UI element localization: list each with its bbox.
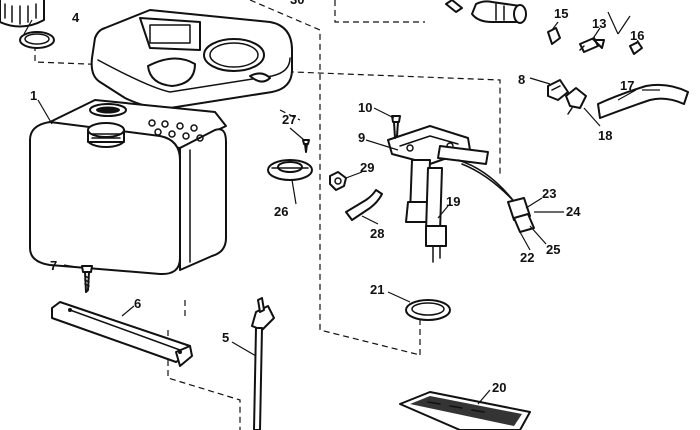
callout-17: 17	[620, 78, 634, 93]
fitting-part-13	[579, 37, 605, 53]
leader-lines	[23, 11, 660, 405]
callout-7: 7	[50, 258, 57, 273]
callout-30: 30	[290, 0, 304, 7]
hose-part-28	[345, 189, 383, 221]
nut-part-29	[329, 171, 347, 191]
hose-part-17	[597, 83, 689, 119]
callout-21: 21	[370, 282, 384, 297]
fuel-tank	[29, 99, 227, 276]
clamp-part-8	[547, 79, 569, 101]
pickup-assembly	[387, 125, 489, 263]
callout-23: 23	[542, 186, 556, 201]
callout-25: 25	[546, 242, 560, 257]
gasket-part-20	[399, 391, 531, 430]
fuel-cap	[0, 0, 45, 28]
seal-ring-part-21	[405, 299, 451, 321]
callout-10: 10	[358, 100, 372, 115]
o-ring-part-4	[19, 31, 55, 49]
clamp-part-18	[565, 87, 587, 115]
screw-part-10	[391, 115, 401, 139]
callout-1: 1	[30, 88, 37, 103]
wire-harness	[457, 159, 535, 233]
callout-6: 6	[134, 296, 141, 311]
callout-13: 13	[592, 16, 606, 31]
callout-19: 19	[446, 194, 460, 209]
sender-plate	[267, 159, 313, 181]
gauge-sender-rod	[251, 297, 275, 430]
callout-labels: 1 4 5 6 7 8 9 10 13 15 16 17 18 19 20 21…	[30, 0, 644, 395]
callout-20: 20	[492, 380, 506, 395]
mounting-bracket	[51, 301, 193, 367]
callout-9: 9	[358, 130, 365, 145]
callout-15: 15	[554, 6, 568, 21]
callout-8: 8	[518, 72, 525, 87]
callout-28: 28	[370, 226, 384, 241]
screw-part-27	[302, 139, 310, 153]
callout-29: 29	[360, 160, 374, 175]
screw-part-7	[81, 265, 93, 293]
callout-16: 16	[630, 28, 644, 43]
callout-4: 4	[72, 10, 80, 25]
clamp-part-15	[547, 27, 561, 45]
callout-27: 27	[282, 112, 296, 127]
callout-26: 26	[274, 204, 288, 219]
callout-5: 5	[222, 330, 229, 345]
tank-lid	[90, 9, 293, 110]
nut-part-16	[629, 41, 643, 55]
hose-connector	[445, 0, 527, 24]
callout-22: 22	[520, 250, 534, 265]
callout-24: 24	[566, 204, 581, 219]
callout-18: 18	[598, 128, 612, 143]
